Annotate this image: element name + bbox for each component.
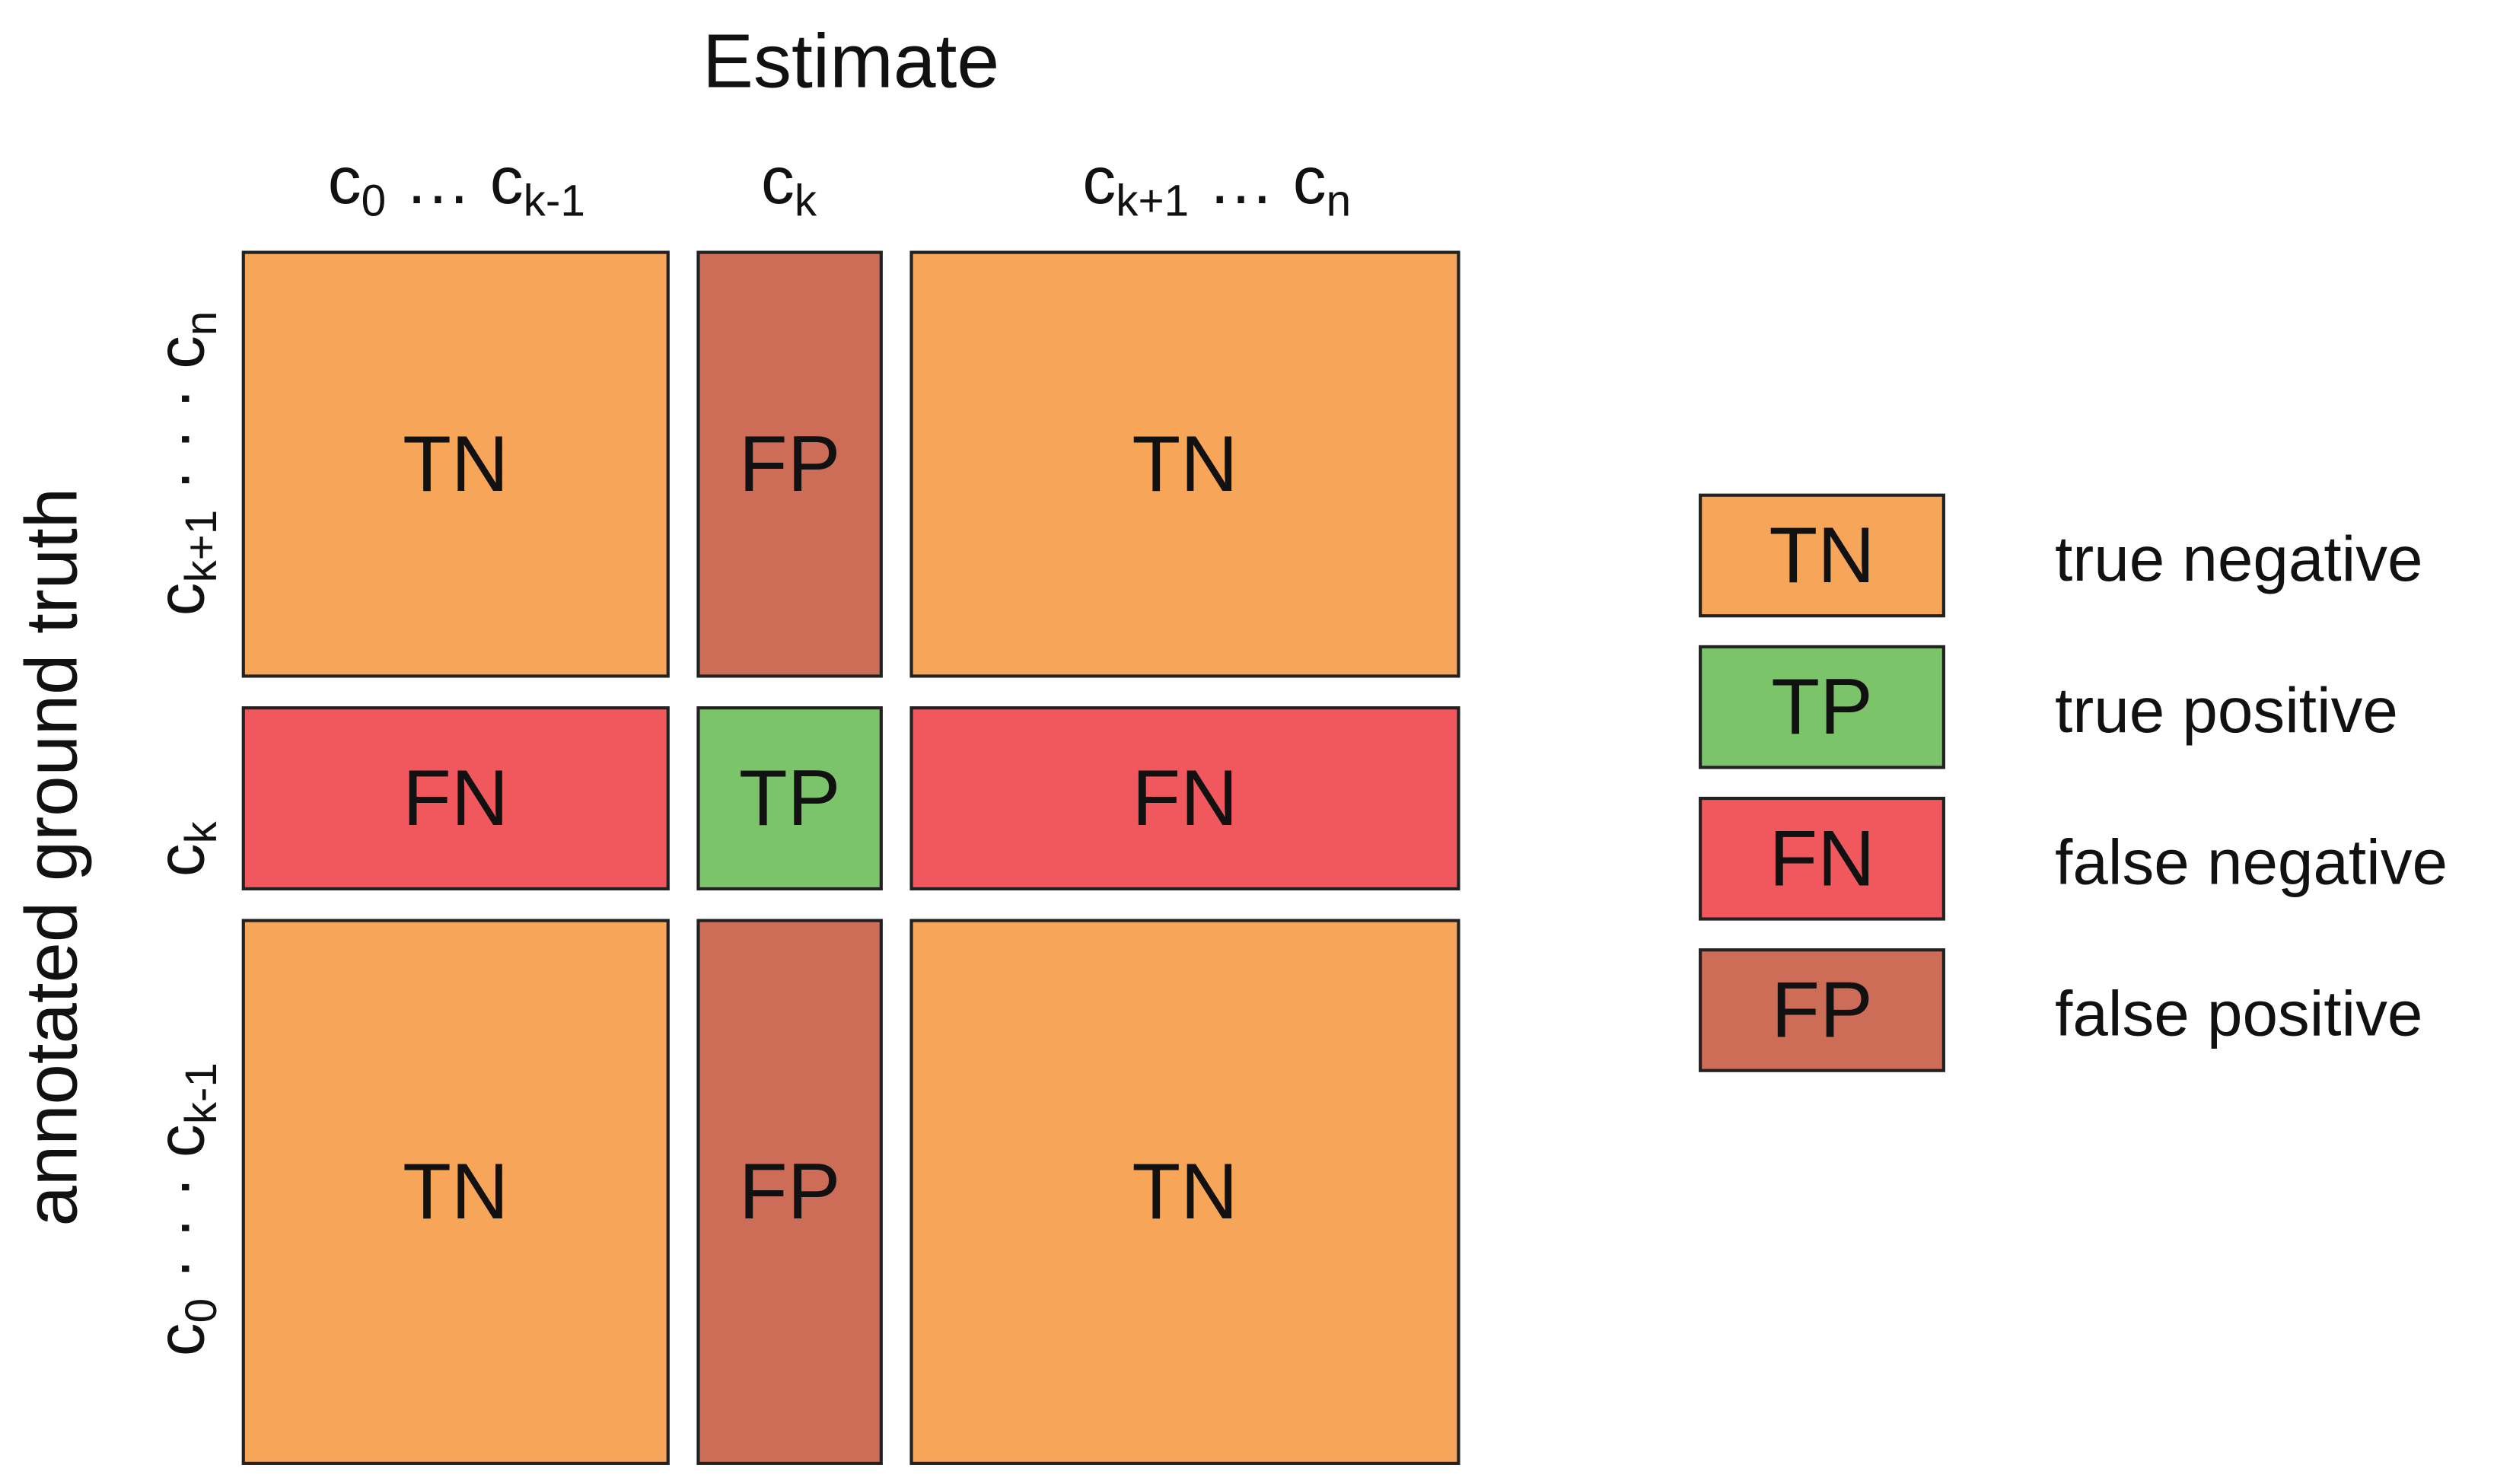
matrix-cell-fn bbox=[909, 706, 1460, 890]
row-header-0: ck+1 · · · cn bbox=[143, 311, 226, 616]
estimate-title: Estimate bbox=[702, 19, 999, 104]
legend-code: FP bbox=[1771, 967, 1873, 1055]
legend-swatch-fn bbox=[1699, 796, 1945, 921]
matrix-cell-fp bbox=[696, 919, 883, 1465]
matrix-cell-label: TN bbox=[1132, 420, 1237, 508]
matrix-cell-fp bbox=[696, 250, 883, 678]
matrix-cell-label: TN bbox=[1132, 1148, 1237, 1236]
legend-label: false negative bbox=[2055, 826, 2448, 898]
matrix-cell-label: FN bbox=[1132, 754, 1237, 842]
legend-swatch-tp bbox=[1699, 645, 1945, 769]
matrix-cell-label: FN bbox=[403, 754, 508, 842]
matrix-cell-tn bbox=[241, 919, 670, 1465]
matrix-cell-tn bbox=[241, 250, 670, 678]
column-header-2: ck+1 … cn bbox=[1082, 143, 1351, 226]
legend-swatch-tn bbox=[1699, 493, 1945, 618]
matrix-cell-tn bbox=[909, 919, 1460, 1465]
matrix-cell-fn bbox=[241, 706, 670, 890]
legend-code: FN bbox=[1769, 814, 1874, 903]
matrix-cell-tn bbox=[909, 250, 1460, 678]
ground-truth-title: annotated ground truth bbox=[11, 488, 92, 1227]
column-header-0: c0 … ck-1 bbox=[328, 143, 585, 226]
matrix-cell-label: FP bbox=[739, 1148, 841, 1236]
legend-label: true negative bbox=[2055, 523, 2422, 594]
matrix-cell-tp bbox=[696, 706, 883, 890]
legend-code: TN bbox=[1769, 511, 1874, 600]
legend-label: true positive bbox=[2055, 674, 2398, 746]
row-header-1: ck bbox=[143, 821, 226, 877]
matrix-cell-label: TP bbox=[739, 754, 841, 842]
matrix-cell-label: FP bbox=[739, 420, 841, 508]
legend-code: TP bbox=[1771, 663, 1873, 751]
matrix-cell-label: TN bbox=[403, 420, 508, 508]
legend-swatch-fp bbox=[1699, 948, 1945, 1072]
column-header-1: ck bbox=[761, 143, 817, 226]
row-header-2: c0 · · · ck-1 bbox=[143, 1062, 226, 1356]
legend-label: false positive bbox=[2055, 978, 2422, 1049]
matrix-cell-label: TN bbox=[403, 1148, 508, 1236]
